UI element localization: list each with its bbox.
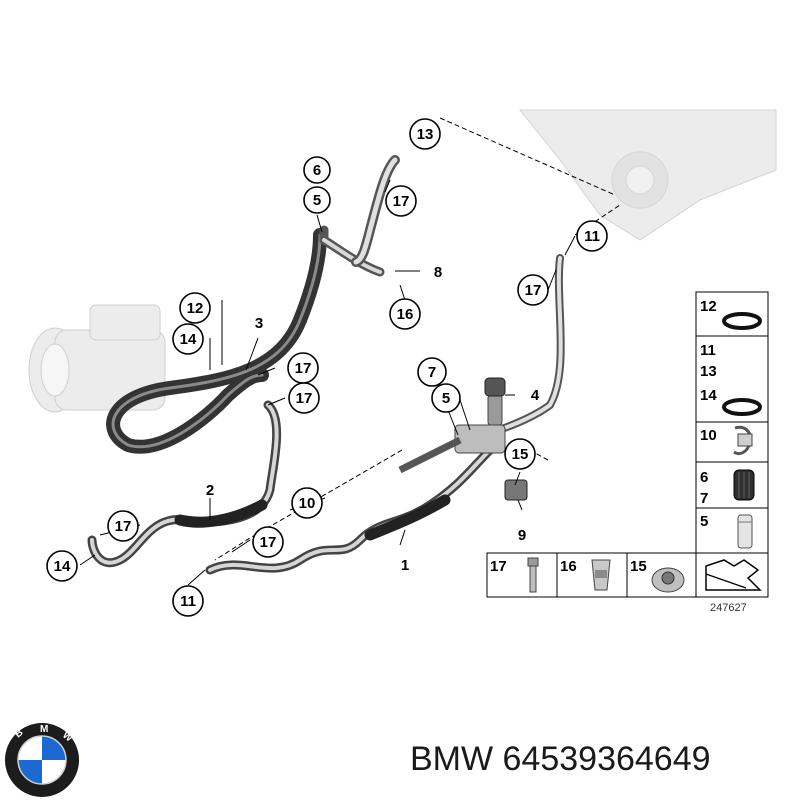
svg-text:11: 11 [180,593,196,610]
callout-10: 10 [291,487,323,519]
svg-text:5: 5 [700,513,708,530]
label-9: 9 [518,527,526,544]
svg-text:17: 17 [296,390,313,407]
svg-text:16: 16 [397,306,414,323]
o-ring-14-icon [722,398,762,416]
svg-text:17: 17 [260,534,277,551]
callout-7: 7 [417,357,447,387]
label-4: 4 [531,387,540,404]
flange-nut-15-icon [651,567,685,593]
label-2: 2 [206,482,214,499]
svg-text:7: 7 [428,364,436,381]
reference-number: 247627 [710,602,747,614]
callout-5: 5 [431,383,461,413]
callout-6: 6 [303,156,331,184]
cap-6-7-icon [733,469,755,501]
svg-text:10: 10 [299,495,316,512]
legend-bottom-row: 17 16 15 [486,552,769,598]
callout-17: 17 [288,382,320,414]
callout-17: 17 [107,510,139,542]
svg-text:13: 13 [417,126,434,143]
clip-10-icon [733,425,753,456]
pipe-13 [351,155,400,267]
callout-14: 14 [46,550,78,582]
callout-11: 11 [576,220,608,252]
pipe-6-5 [319,225,385,277]
svg-text:11: 11 [584,228,600,245]
svg-text:17: 17 [490,558,507,575]
svg-text:11: 11 [700,342,716,359]
svg-text:12: 12 [187,300,204,317]
svg-text:17: 17 [525,282,542,299]
svg-text:14: 14 [180,331,197,348]
part-number-caption: BMW 64539364649 [410,740,711,778]
valve-core-5-icon [737,514,753,549]
svg-text:14: 14 [700,387,717,404]
svg-text:16: 16 [560,558,577,575]
label-8: 8 [434,264,442,281]
front-direction-arrow-icon [698,556,766,595]
svg-text:7: 7 [700,490,708,507]
callout-12: 12 [179,292,211,324]
svg-text:17: 17 [393,193,410,210]
callout-15: 15 [504,438,536,470]
svg-text:17: 17 [295,360,312,377]
nut-16-icon [591,559,611,591]
callout-5: 5 [303,186,331,214]
callout-16: 16 [389,298,421,330]
svg-text:6: 6 [313,162,321,179]
engine-block-outline [518,109,777,241]
label-3: 3 [255,315,263,332]
svg-text:12: 12 [700,298,717,315]
callout-17: 17 [252,526,284,558]
svg-text:10: 10 [700,427,717,444]
legend-right-column: 12 11 13 14 10 6 7 5 [695,291,769,598]
svg-text:17: 17 [115,518,132,535]
callout-11: 11 [172,585,204,617]
callout-14: 14 [172,323,204,355]
label-1: 1 [401,557,409,574]
callout-13: 13 [409,118,441,150]
ac-compressor-outline [28,304,166,413]
hose-3 [106,228,327,454]
bmw-logo-icon: B M W [5,723,79,797]
valve-block [398,377,528,501]
svg-text:6: 6 [700,469,708,486]
svg-text:5: 5 [442,390,450,407]
svg-text:13: 13 [700,363,717,380]
svg-text:M: M [40,724,48,735]
callout-17: 17 [517,274,549,306]
bolt-17-icon [527,557,539,593]
callout-17: 17 [287,352,319,384]
callout-17: 17 [385,185,417,217]
o-ring-12-icon [722,312,762,330]
pipe-2 [87,400,282,567]
svg-text:5: 5 [313,192,321,209]
svg-text:15: 15 [630,558,647,575]
svg-text:15: 15 [512,446,529,463]
svg-text:14: 14 [54,558,71,575]
pipe-1 [205,445,495,575]
